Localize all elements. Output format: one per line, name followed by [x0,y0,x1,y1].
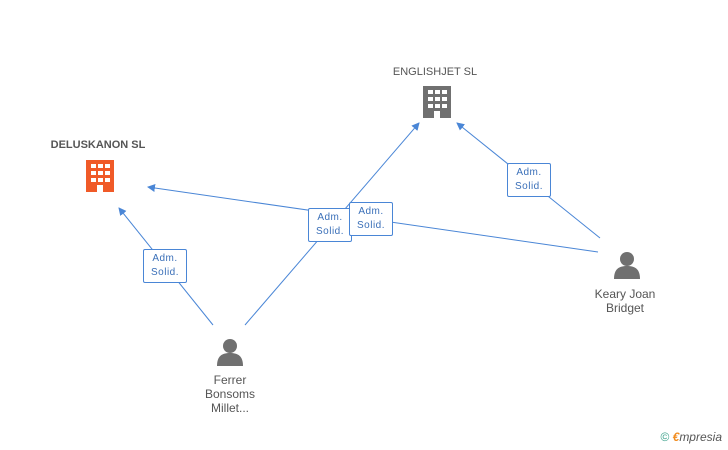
brand-e: € [672,430,680,444]
person-name-line: Bonsoms [204,387,256,401]
role-badge[interactable]: Adm. Solid. [308,208,352,242]
person-name-line: Millet... [210,401,249,415]
role-line1: Adm. [516,167,542,178]
brand-logo: © €mpresia [660,430,722,444]
person-icon[interactable] [217,339,243,366]
building-icon[interactable] [86,160,114,192]
role-badge[interactable]: Adm. Solid. [349,202,393,236]
person-name-line: Ferrer [213,373,247,387]
role-line2: Solid. [356,220,385,231]
person-icon[interactable] [614,252,640,279]
company-name-englishjet[interactable]: ENGLISHJET SL [392,66,478,78]
copyright-icon: © [660,430,670,444]
person-name-line: Keary Joan [594,287,656,301]
building-icon[interactable] [423,86,451,118]
company-name-deluskanon[interactable]: DELUSKANON SL [50,139,146,151]
person-name-line: Bridget [605,301,645,315]
role-line1: Adm. [358,206,384,217]
role-line2: Solid. [514,181,543,192]
role-badge[interactable]: Adm. Solid. [143,249,187,283]
role-line2: Solid. [150,267,179,278]
role-line1: Adm. [317,212,343,223]
person-name-keary[interactable]: Keary Joan Bridget [575,287,675,315]
person-name-ferrer[interactable]: Ferrer Bonsoms Millet... [180,373,280,415]
role-badge[interactable]: Adm. Solid. [507,163,551,197]
role-line1: Adm. [152,253,178,264]
role-line2: Solid. [315,226,344,237]
brand-name: mpresia [679,430,722,444]
